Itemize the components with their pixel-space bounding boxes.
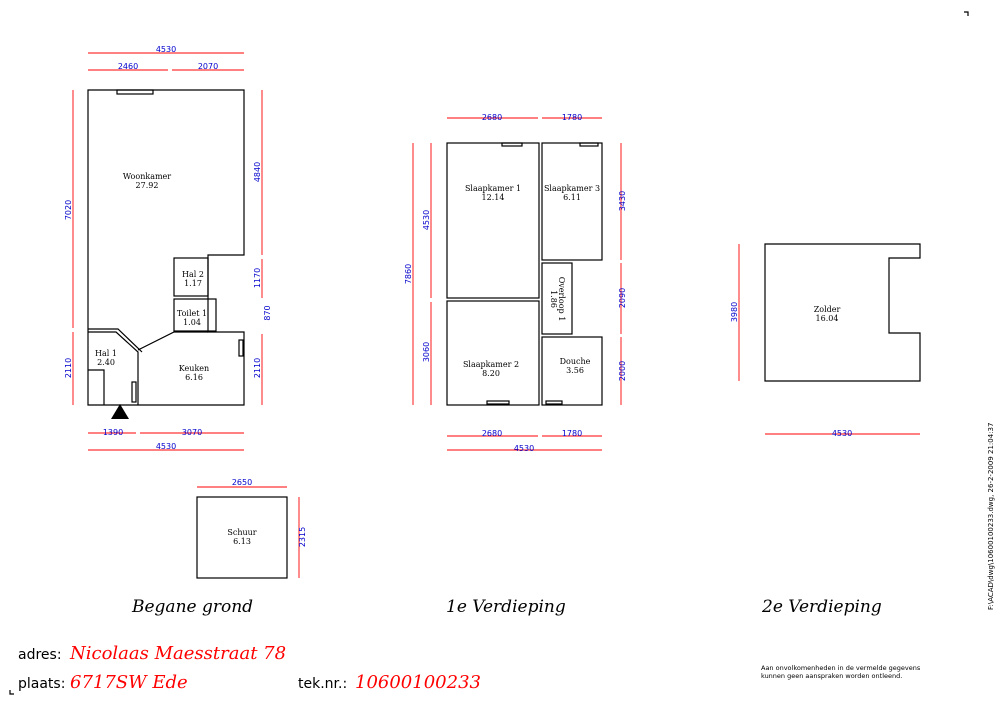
dimension-label: 1170 — [253, 268, 262, 288]
disclaimer-line: Aan onvolkomenheden in de vermelde gegev… — [761, 664, 921, 672]
partition-wall — [88, 369, 105, 405]
room-area: 6.16 — [185, 373, 203, 382]
dimension-label: 2650 — [232, 478, 252, 487]
room-name: Slaapkamer 2 — [463, 360, 519, 369]
disclaimer: Aan onvolkomenheden in de vermelde gegev… — [761, 664, 920, 680]
dimension-label: 2680 — [482, 429, 502, 438]
crop-mark — [9, 690, 14, 695]
room-name: Toilet 1 — [177, 309, 207, 318]
floor-title-second: 2e Verdieping — [762, 597, 882, 617]
dimension-label: 2460 — [118, 62, 138, 71]
room-area: 1.17 — [184, 279, 202, 288]
window — [501, 142, 523, 147]
dimension-label: 7860 — [404, 264, 413, 284]
dimension-label: 3980 — [730, 302, 739, 322]
dimension-label: 4530 — [156, 442, 176, 451]
room-wall-toilet — [173, 298, 217, 332]
dimension-label: 2000 — [618, 361, 627, 381]
dimension-label: 4530 — [422, 210, 431, 230]
door — [131, 381, 137, 403]
room-name: Woonkamer — [123, 172, 171, 181]
room-name: Hal 2 — [182, 270, 204, 279]
window — [545, 400, 563, 405]
partition-wall — [88, 328, 143, 353]
room-wall-slaapkamer-3 — [541, 142, 603, 261]
address-value: Nicolaas Maesstraat 78 — [70, 643, 287, 664]
second-floor-plan: 3980 4530 Zolder 16.04 — [730, 243, 921, 438]
dimension-label: 2110 — [253, 358, 262, 378]
room-area: 8.20 — [482, 369, 500, 378]
attic-outline — [764, 243, 921, 382]
room-wall-slaapkamer-1 — [446, 142, 540, 299]
room-area: 16.04 — [816, 314, 839, 323]
floor-title-first: 1e Verdieping — [446, 597, 566, 617]
room-wall-douche — [541, 336, 603, 406]
window — [116, 89, 154, 95]
dimension-label: 3430 — [618, 191, 627, 211]
room-area: 12.14 — [482, 193, 505, 202]
partition-wall — [137, 331, 208, 351]
room-name: Keuken — [179, 364, 209, 373]
first-floor-plan: 2680 1780 7860 4530 3060 3430 2090 2000 … — [404, 113, 627, 453]
dimension-label: 1780 — [562, 429, 582, 438]
dimension-label: 4530 — [832, 429, 852, 438]
room-name: Overloop 1 — [557, 277, 566, 322]
partition-wall — [88, 331, 139, 405]
dimension-label: 2680 — [482, 113, 502, 122]
dimension-label: 3070 — [182, 428, 202, 437]
dimension-label: 2315 — [298, 527, 307, 547]
drawing-number-label: tek.nr.: — [298, 676, 348, 692]
dimension-label: 7020 — [64, 200, 73, 220]
dimension-label: 4530 — [514, 444, 534, 453]
room-name: Douche — [560, 357, 591, 366]
dimension-label: 2090 — [618, 288, 627, 308]
window — [238, 339, 244, 357]
room-area: 1.86 — [549, 290, 558, 308]
room-area: 6.11 — [563, 193, 581, 202]
room-area: 3.56 — [566, 366, 584, 375]
entrance-arrow-icon — [111, 404, 129, 419]
room-name: Slaapkamer 3 — [544, 184, 600, 193]
room-name: Zolder — [814, 305, 841, 314]
dimension-label: 870 — [263, 305, 272, 320]
dimension-label: 4840 — [253, 162, 262, 182]
room-wall-slaapkamer-2 — [446, 300, 540, 406]
room-wall-overloop — [541, 262, 573, 335]
dimension-label: 3060 — [422, 342, 431, 362]
room-name: Slaapkamer 1 — [465, 184, 521, 193]
shed-outline — [196, 496, 288, 579]
room-name: Hal 1 — [95, 349, 117, 358]
room-name: Schuur — [227, 528, 256, 537]
dimension-label: 1390 — [103, 428, 123, 437]
crop-mark — [964, 11, 969, 16]
dimension-label: 1780 — [562, 113, 582, 122]
place-value: 6717SW Ede — [70, 672, 188, 693]
dimension-label: 2110 — [64, 358, 73, 378]
room-area: 1.04 — [183, 318, 201, 327]
room-area: 27.92 — [136, 181, 159, 190]
disclaimer-line: kunnen geen aanspraken worden ontleend. — [761, 672, 903, 680]
drawing-number-value: 10600100233 — [355, 672, 481, 693]
floor-title-ground: Begane grond — [132, 597, 254, 617]
place-label: plaats: — [18, 676, 66, 692]
ground-floor-plan: 4530 2460 2070 7020 4840 1170 870 2110 2… — [64, 45, 272, 451]
room-area: 2.40 — [97, 358, 115, 367]
room-area: 6.13 — [233, 537, 251, 546]
window — [486, 400, 510, 405]
window — [579, 142, 599, 147]
shed-plan: 2650 2315 Schuur 6.13 — [196, 478, 307, 579]
address-label: adres: — [18, 647, 62, 663]
file-path-stamp: F:\ACAD\dwg\10600100233.dwg, 26-2-2009 2… — [987, 422, 995, 610]
room-wall-hal-2 — [173, 257, 209, 297]
dimension-label: 4530 — [156, 45, 176, 54]
dimension-label: 2070 — [198, 62, 218, 71]
